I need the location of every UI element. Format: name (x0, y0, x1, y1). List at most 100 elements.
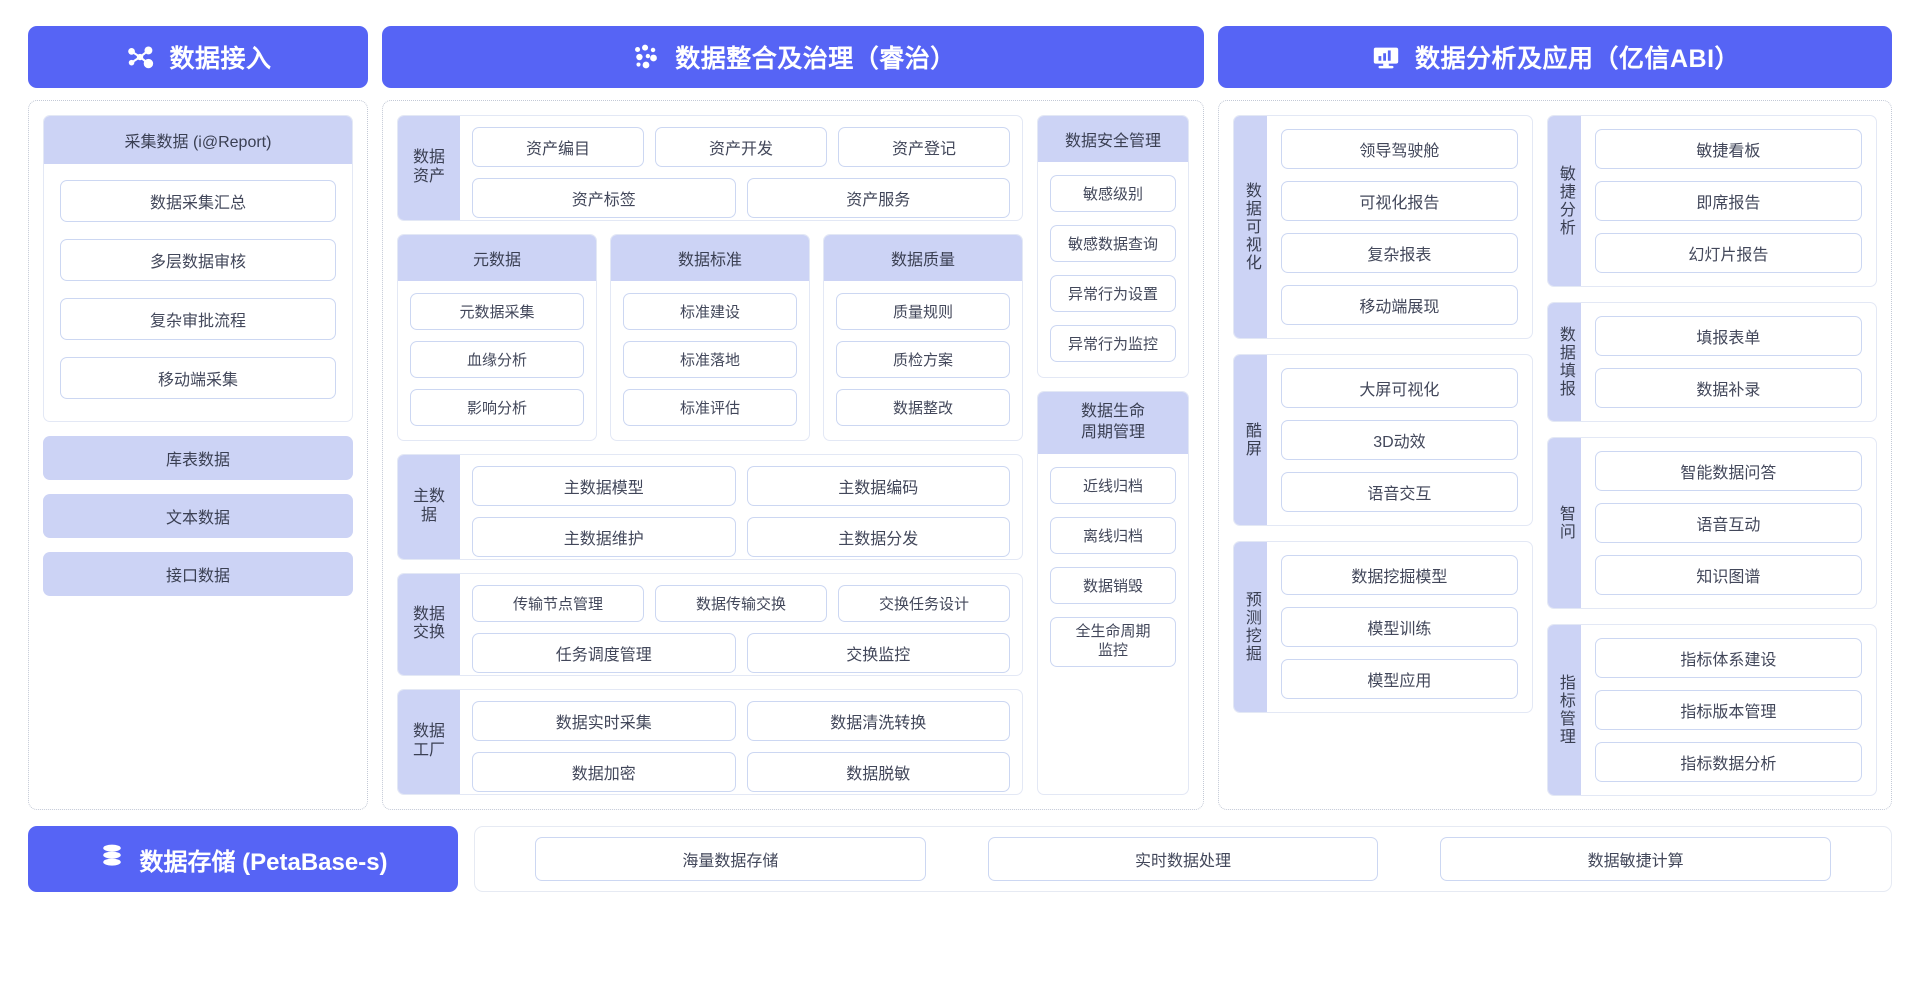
network-nodes-icon (124, 41, 156, 73)
chip-agile-2[interactable]: 幻灯片报告 (1594, 233, 1862, 273)
chip-collect-3[interactable]: 移动端采集 (60, 357, 336, 399)
chip-master-3[interactable]: 主数据分发 (746, 516, 1010, 557)
chip-collect-2[interactable]: 复杂审批流程 (60, 298, 336, 340)
chip-indicator-1[interactable]: 指标版本管理 (1594, 690, 1862, 730)
group-metadata-header: 元数据 (398, 234, 596, 281)
chip-metadata-2[interactable]: 影响分析 (410, 388, 584, 426)
banner-data-access[interactable]: 数据接入 (28, 26, 368, 88)
chip-quality-2[interactable]: 数据整改 (836, 388, 1010, 426)
chip-indicator-0[interactable]: 指标体系建设 (1594, 638, 1862, 678)
data-governance-panel: 数据资产 资产编目 资产开发 资产登记 资产标签 资产服务 (382, 100, 1204, 810)
chip-cool-screen-0[interactable]: 大屏可视化 (1280, 368, 1518, 408)
chip-security-3[interactable]: 异常行为监控 (1050, 325, 1176, 362)
chip-factory-1[interactable]: 数据清洗转换 (746, 701, 1010, 742)
chip-metadata-0[interactable]: 元数据采集 (410, 292, 584, 330)
banner-data-analysis[interactable]: 数据分析及应用（亿信ABI） (1218, 26, 1892, 88)
group-data-quality-header: 数据质量 (824, 234, 1022, 281)
group-data-asset-body: 资产编目 资产开发 资产登记 资产标签 资产服务 (460, 116, 1022, 220)
chip-factory-3[interactable]: 数据脱敏 (746, 752, 1010, 793)
chip-metadata-1[interactable]: 血缘分析 (410, 340, 584, 378)
chip-filling-1[interactable]: 数据补录 (1594, 368, 1862, 408)
chip-lifecycle-3[interactable]: 全生命周期监控 (1050, 616, 1176, 667)
chip-visualization-1[interactable]: 可视化报告 (1280, 181, 1518, 221)
chip-cool-screen-2[interactable]: 语音交互 (1280, 472, 1518, 512)
chip-indicator-2[interactable]: 指标数据分析 (1594, 742, 1862, 782)
chip-lifecycle-1[interactable]: 离线归档 (1050, 516, 1176, 554)
chip-collect-0[interactable]: 数据采集汇总 (60, 180, 336, 222)
asset-row-2: 资产标签 资产服务 (472, 178, 1010, 218)
triple-groups: 元数据 元数据采集 血缘分析 影响分析 数据标准 标准建设 标准落地 (397, 233, 1023, 441)
chip-quality-1[interactable]: 质检方案 (836, 340, 1010, 378)
chip-lifecycle-2[interactable]: 数据销毁 (1050, 566, 1176, 604)
group-data-visualization: 数据可视化 领导驾驶舱 可视化报告 复杂报表 移动端展现 (1233, 115, 1533, 339)
group-data-factory-body: 数据实时采集 数据清洗转换 数据加密 数据脱敏 (460, 690, 1022, 794)
chip-visualization-0[interactable]: 领导驾驶舱 (1280, 129, 1518, 169)
storage-items: 海量数据存储 实时数据处理 数据敏捷计算 (474, 826, 1892, 892)
chip-factory-2[interactable]: 数据加密 (472, 752, 736, 793)
group-metadata-body: 元数据采集 血缘分析 影响分析 (398, 281, 596, 440)
chip-security-1[interactable]: 敏感数据查询 (1050, 225, 1176, 262)
chip-agile-0[interactable]: 敏捷看板 (1594, 129, 1862, 169)
group-data-quality-body: 质量规则 质检方案 数据整改 (824, 281, 1022, 440)
chip-exchange-2[interactable]: 交换任务设计 (838, 584, 1010, 622)
chip-exchange-1[interactable]: 数据传输交换 (655, 584, 827, 622)
column-data-analysis: 数据分析及应用（亿信ABI） 数据可视化 领导驾驶舱 可视化报告 复杂报表 移动… (1218, 26, 1892, 810)
chip-asset-3[interactable]: 资产标签 (472, 178, 736, 218)
group-data-security-header: 数据安全管理 (1038, 116, 1188, 162)
chip-quality-0[interactable]: 质量规则 (836, 292, 1010, 330)
chip-exchange-0[interactable]: 传输节点管理 (472, 584, 644, 622)
chip-exchange-3[interactable]: 任务调度管理 (472, 632, 736, 673)
source-block-0[interactable]: 库表数据 (43, 436, 353, 480)
chip-asset-4[interactable]: 资产服务 (746, 178, 1010, 218)
chip-lifecycle-0[interactable]: 近线归档 (1050, 466, 1176, 504)
chip-storage-0[interactable]: 海量数据存储 (535, 837, 926, 881)
group-data-lifecycle: 数据生命周期管理 近线归档 离线归档 数据销毁 全生命周期监控 (1037, 391, 1189, 795)
analysis-right-stack: 敏捷分析 敏捷看板 即席报告 幻灯片报告 数据填报 填报表单 数据补录 (1547, 115, 1877, 796)
scatter-dots-icon (630, 41, 662, 73)
chip-master-2[interactable]: 主数据维护 (472, 516, 736, 557)
asset-row-1: 资产编目 资产开发 资产登记 (472, 127, 1010, 167)
chip-storage-2[interactable]: 数据敏捷计算 (1440, 837, 1832, 881)
group-data-asset-label: 数据资产 (398, 116, 460, 220)
chip-security-2[interactable]: 异常行为设置 (1050, 275, 1176, 312)
group-data-filling-label: 数据填报 (1548, 303, 1581, 421)
banner-data-storage[interactable]: 数据存储 (PetaBase-s) (28, 826, 458, 892)
chip-factory-0[interactable]: 数据实时采集 (472, 701, 736, 742)
group-predictive-mining-label: 预测挖掘 (1234, 542, 1267, 712)
chip-agile-1[interactable]: 即席报告 (1594, 181, 1862, 221)
chip-smart-qa-0[interactable]: 智能数据问答 (1594, 451, 1862, 491)
chip-asset-2[interactable]: 资产登记 (838, 127, 1010, 167)
chip-standard-2[interactable]: 标准评估 (623, 388, 797, 426)
banner-data-governance[interactable]: 数据整合及治理（睿治） (382, 26, 1204, 88)
chip-visualization-2[interactable]: 复杂报表 (1280, 233, 1518, 273)
chip-visualization-3[interactable]: 移动端展现 (1280, 285, 1518, 325)
group-master-data-label: 主数据 (398, 454, 460, 559)
group-smart-qa: 智问 智能数据问答 语音互动 知识图谱 (1547, 437, 1877, 609)
group-agile-analysis-label: 敏捷分析 (1548, 116, 1581, 286)
chip-standard-0[interactable]: 标准建设 (623, 292, 797, 330)
chip-asset-1[interactable]: 资产开发 (655, 127, 827, 167)
analysis-left-stack: 数据可视化 领导驾驶舱 可视化报告 复杂报表 移动端展现 酷屏 大屏可视化 3D… (1233, 115, 1533, 795)
chip-mining-1[interactable]: 模型训练 (1280, 607, 1518, 647)
top-columns: 数据接入 采集数据 (i@Report) 数据采集汇总 多层数据审核 复杂审批流… (28, 26, 1892, 810)
chip-master-0[interactable]: 主数据模型 (472, 465, 736, 506)
chip-cool-screen-1[interactable]: 3D动效 (1280, 420, 1518, 460)
group-data-asset: 数据资产 资产编目 资产开发 资产登记 资产标签 资产服务 (397, 115, 1023, 221)
master-row-2: 主数据维护 主数据分发 (472, 516, 1010, 557)
source-block-1[interactable]: 文本数据 (43, 494, 353, 538)
chip-smart-qa-2[interactable]: 知识图谱 (1594, 555, 1862, 595)
chip-mining-2[interactable]: 模型应用 (1280, 659, 1518, 699)
chip-mining-0[interactable]: 数据挖掘模型 (1280, 555, 1518, 595)
chip-collect-1[interactable]: 多层数据审核 (60, 239, 336, 281)
exchange-row-2: 任务调度管理 交换监控 (472, 632, 1010, 673)
source-block-2[interactable]: 接口数据 (43, 552, 353, 596)
chip-exchange-4[interactable]: 交换监控 (746, 632, 1010, 673)
column-data-governance: 数据整合及治理（睿治） 数据资产 资产编目 资产开发 资产登记 (382, 26, 1204, 810)
chip-asset-0[interactable]: 资产编目 (472, 127, 644, 167)
chip-filling-0[interactable]: 填报表单 (1594, 316, 1862, 356)
chip-standard-1[interactable]: 标准落地 (623, 340, 797, 378)
chip-smart-qa-1[interactable]: 语音互动 (1594, 503, 1862, 543)
chip-security-0[interactable]: 敏感级别 (1050, 175, 1176, 212)
chip-master-1[interactable]: 主数据编码 (746, 465, 1010, 506)
chip-storage-1[interactable]: 实时数据处理 (987, 837, 1379, 881)
